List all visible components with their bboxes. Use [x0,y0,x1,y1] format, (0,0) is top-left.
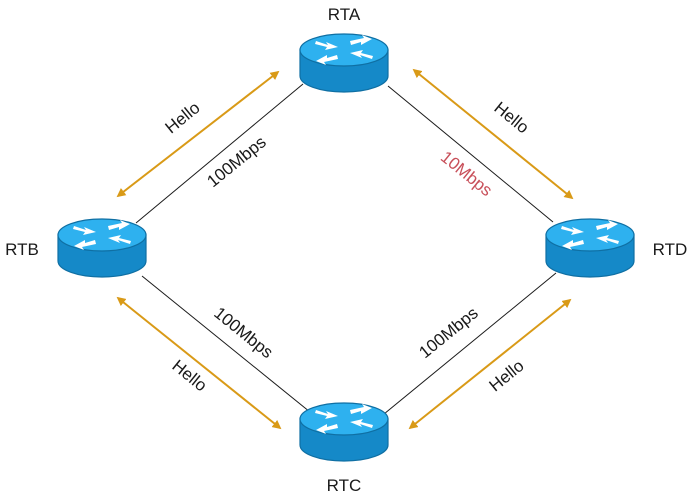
hello-label-rta-rtd: Hello [490,98,532,137]
link-speed-rtc-rtd: 100Mbps [415,303,481,362]
hello-arrow-rta-rtd [412,68,574,200]
router-rtc-icon [299,402,389,462]
router-rta: RTA [299,5,389,93]
router-rtc-label: RTC [327,476,362,495]
router-rtd: RTD [545,218,688,278]
hello-arrow-rta-rtb [116,70,280,198]
hello-arrows [116,68,574,430]
router-rtc: RTC [299,402,389,495]
link-rta-rtd [387,85,554,223]
link-rtb-rtc [141,275,311,413]
router-rta-label: RTA [328,5,361,24]
router-rtd-label: RTD [653,240,688,259]
hello-arrow-rtb-rtc [116,296,282,430]
router-rta-icon [299,33,389,93]
hello-arrow-rtc-rtd [408,298,572,430]
hello-label-rtb-rtc: Hello [168,356,210,395]
link-speed-rta-rtd: 10Mbps [437,147,496,200]
router-rtb: RTB [5,218,147,278]
router-rtb-label: RTB [5,240,39,259]
link-rtc-rtd [383,272,557,415]
link-speed-rtb-rtc: 100Mbps [210,303,276,362]
hello-label-rta-rtb: Hello [162,98,204,137]
link-rta-rtb [135,83,304,224]
link-speed-rta-rtb: 100Mbps [203,132,269,191]
router-rtd-icon [545,218,635,278]
router-rtb-icon [57,218,147,278]
